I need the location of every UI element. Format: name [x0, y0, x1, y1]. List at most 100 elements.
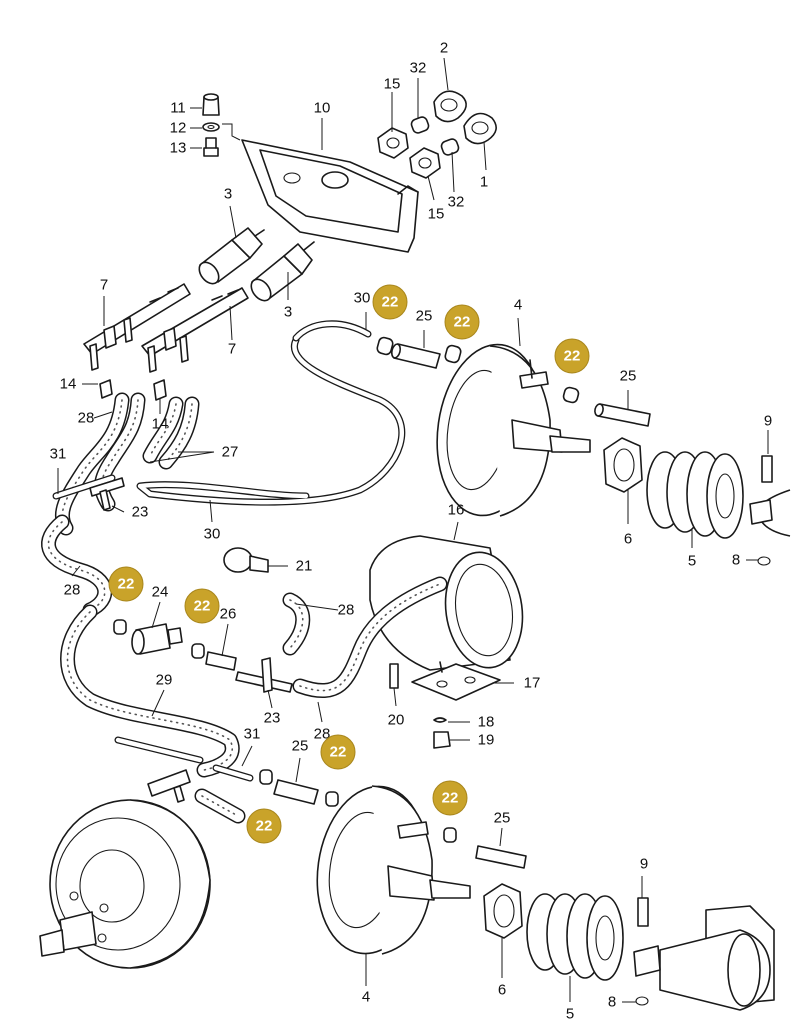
- label-7-b: 7: [228, 341, 236, 358]
- svg-text:22: 22: [194, 598, 211, 615]
- master-cylinder-upper: [749, 489, 791, 537]
- label-13: 13: [170, 140, 187, 157]
- label-4-b: 4: [362, 989, 370, 1006]
- label-10: 10: [314, 100, 331, 117]
- clip-lower-b: [325, 791, 339, 807]
- pipe-25-upper: [390, 343, 441, 369]
- label-8-b: 8: [608, 994, 616, 1011]
- label-12: 12: [170, 120, 187, 137]
- clip-mid-a: [113, 619, 127, 635]
- label-29: 29: [156, 672, 173, 689]
- label-11: 11: [170, 100, 186, 117]
- label-8-a: 8: [732, 552, 740, 569]
- badge-22-d[interactable]: 22: [108, 566, 144, 602]
- clip-upper-a: [376, 336, 394, 356]
- label-26: 26: [220, 606, 237, 623]
- spacer-32-b: [440, 138, 460, 156]
- label-31-a: 31: [50, 446, 67, 463]
- hose-28-mid-right: [282, 592, 311, 656]
- tee-23-upper: [89, 477, 125, 511]
- label-24: 24: [152, 584, 169, 601]
- label-19: 19: [478, 732, 495, 749]
- label-32-a: 32: [410, 60, 427, 77]
- label-23-a: 23: [132, 504, 149, 521]
- tube-31-lower: [114, 736, 254, 782]
- label-16: 16: [448, 502, 465, 519]
- label-9-a: 9: [764, 413, 772, 430]
- boot-5-upper: [646, 451, 744, 539]
- label-15-b: 15: [428, 206, 445, 223]
- bracket-17: [411, 661, 501, 701]
- badge-22-f[interactable]: 22: [320, 734, 356, 770]
- label-6-a: 6: [624, 531, 632, 548]
- label-1: 1: [480, 174, 488, 191]
- label-25-c: 25: [292, 738, 309, 755]
- distributor-7-b: [141, 287, 249, 373]
- clip-18: [433, 717, 447, 723]
- clip-lower-c: [443, 827, 457, 843]
- hose-28-mid-b: [158, 396, 200, 470]
- hose-28-upper-left: [54, 392, 130, 536]
- washer-12: [202, 122, 220, 132]
- bolt-20: [389, 663, 399, 689]
- clip-lower-a: [259, 769, 273, 785]
- cap-14-a: [99, 379, 113, 399]
- label-28-b: 28: [64, 582, 81, 599]
- badge-22-e[interactable]: 22: [184, 588, 220, 624]
- leader-lines: [57, 57, 769, 1003]
- master-cylinder-lower: [633, 905, 775, 1011]
- clip-mid-b: [191, 643, 205, 659]
- check-valve-3-b: [250, 241, 315, 302]
- svg-text:22: 22: [564, 348, 581, 365]
- label-2: 2: [440, 40, 448, 57]
- part-labels: 1 2 3 3 4 4 5 5 6 6 7 7 8 8 9 9 10 11 12…: [50, 40, 773, 1023]
- pipe-25-lower-a: [273, 779, 319, 805]
- clip-upper-c: [562, 386, 580, 404]
- distributor-7-a: [83, 283, 191, 371]
- label-31-b: 31: [244, 726, 261, 743]
- pipe-25-lower-b: [475, 845, 527, 869]
- svg-text:22: 22: [330, 744, 347, 761]
- brake-booster-4-lower: [316, 785, 471, 955]
- pin-9-lower: [637, 897, 649, 927]
- badge-22-c[interactable]: 22: [554, 338, 590, 374]
- cap-14-b: [153, 379, 167, 401]
- nut-6-upper: [603, 437, 643, 493]
- hose-29: [60, 604, 240, 778]
- tube-31-left: [52, 474, 116, 500]
- badge-22-a[interactable]: 22: [372, 284, 408, 320]
- badge-22-b[interactable]: 22: [444, 304, 480, 340]
- knob-2: [433, 90, 467, 123]
- label-25-b: 25: [620, 368, 637, 385]
- clip-8-upper: [757, 556, 771, 566]
- label-28-a: 28: [78, 410, 95, 427]
- svg-text:22: 22: [118, 576, 135, 593]
- tee-23-lower: [235, 657, 293, 693]
- label-30-a: 30: [354, 290, 371, 307]
- hose-28-mid-a: [142, 396, 184, 464]
- pipe-25-right: [594, 403, 651, 427]
- pipe-26: [205, 651, 237, 671]
- label-30-b: 30: [204, 526, 221, 543]
- label-23-b: 23: [264, 710, 281, 727]
- cap-nut-11: [202, 93, 220, 116]
- label-28-c: 28: [338, 602, 355, 619]
- label-27: 27: [222, 444, 239, 461]
- label-28-d: 28: [314, 726, 331, 743]
- badge-22-h[interactable]: 22: [246, 808, 282, 844]
- label-6-b: 6: [498, 982, 506, 999]
- nut-15-a: [377, 127, 409, 159]
- nut-15-b: [409, 147, 441, 179]
- hose-28-reservoir: [292, 576, 448, 699]
- nut-6-lower: [483, 883, 523, 939]
- check-valve-24: [131, 623, 183, 655]
- label-7-a: 7: [100, 277, 108, 294]
- label-3-b: 3: [284, 304, 292, 321]
- label-21: 21: [296, 558, 313, 575]
- label-25-a: 25: [416, 308, 433, 325]
- check-valve-3-a: [198, 227, 265, 285]
- label-3-a: 3: [224, 186, 232, 203]
- mounting-bracket-10: [241, 139, 419, 253]
- pin-9-upper: [761, 455, 773, 483]
- badge-22-g[interactable]: 22: [432, 780, 468, 816]
